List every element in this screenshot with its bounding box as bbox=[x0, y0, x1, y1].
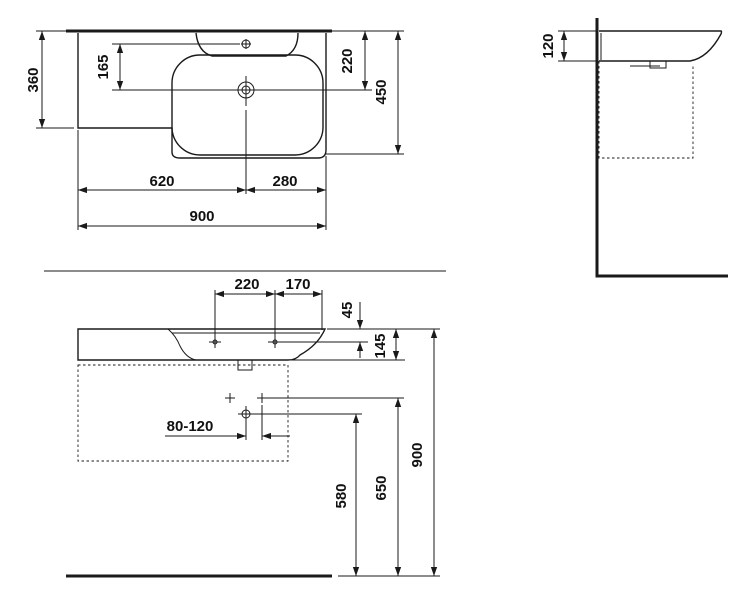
top-view-washbasin-outline bbox=[77, 33, 327, 159]
dim-label-620: 620 bbox=[149, 173, 174, 190]
top-view-tap-deck bbox=[195, 32, 299, 57]
front-view: 220 170 45 145 80-120 580 650 900 bbox=[44, 270, 446, 578]
side-view: 120 bbox=[540, 18, 728, 278]
dim-label-165: 165 bbox=[95, 54, 112, 79]
side-view-wall-floor bbox=[595, 18, 728, 278]
dim-label-80-120: 80-120 bbox=[167, 418, 214, 435]
dim-label-170: 170 bbox=[285, 276, 310, 293]
dim-label-450: 450 bbox=[373, 79, 390, 104]
front-view-supply-left bbox=[225, 393, 235, 403]
front-view-washbasin bbox=[77, 328, 327, 361]
dim-label-280: 280 bbox=[272, 173, 297, 190]
dim-label-120: 120 bbox=[540, 33, 557, 58]
front-view-drain-connection bbox=[238, 406, 254, 422]
dim-label-650: 650 bbox=[373, 475, 390, 500]
top-view-basin-bowl bbox=[171, 54, 324, 156]
side-view-basin bbox=[599, 30, 723, 62]
top-view: 360 165 220 450 620 280 900 bbox=[25, 29, 404, 230]
dim-label-220: 220 bbox=[339, 48, 356, 73]
side-view-waste bbox=[649, 61, 667, 69]
dim-label-900-width: 900 bbox=[189, 208, 214, 225]
front-view-supply-right bbox=[257, 393, 267, 403]
dim-label-220-front: 220 bbox=[234, 276, 259, 293]
dim-label-145: 145 bbox=[372, 333, 389, 358]
dim-label-45: 45 bbox=[339, 302, 356, 319]
dim-label-360: 360 bbox=[25, 67, 42, 92]
dim-label-900-height: 900 bbox=[409, 442, 426, 467]
front-view-hidden-cabinet bbox=[77, 364, 289, 462]
side-view-hidden-cabinet bbox=[598, 61, 694, 159]
dim-label-580: 580 bbox=[333, 483, 350, 508]
